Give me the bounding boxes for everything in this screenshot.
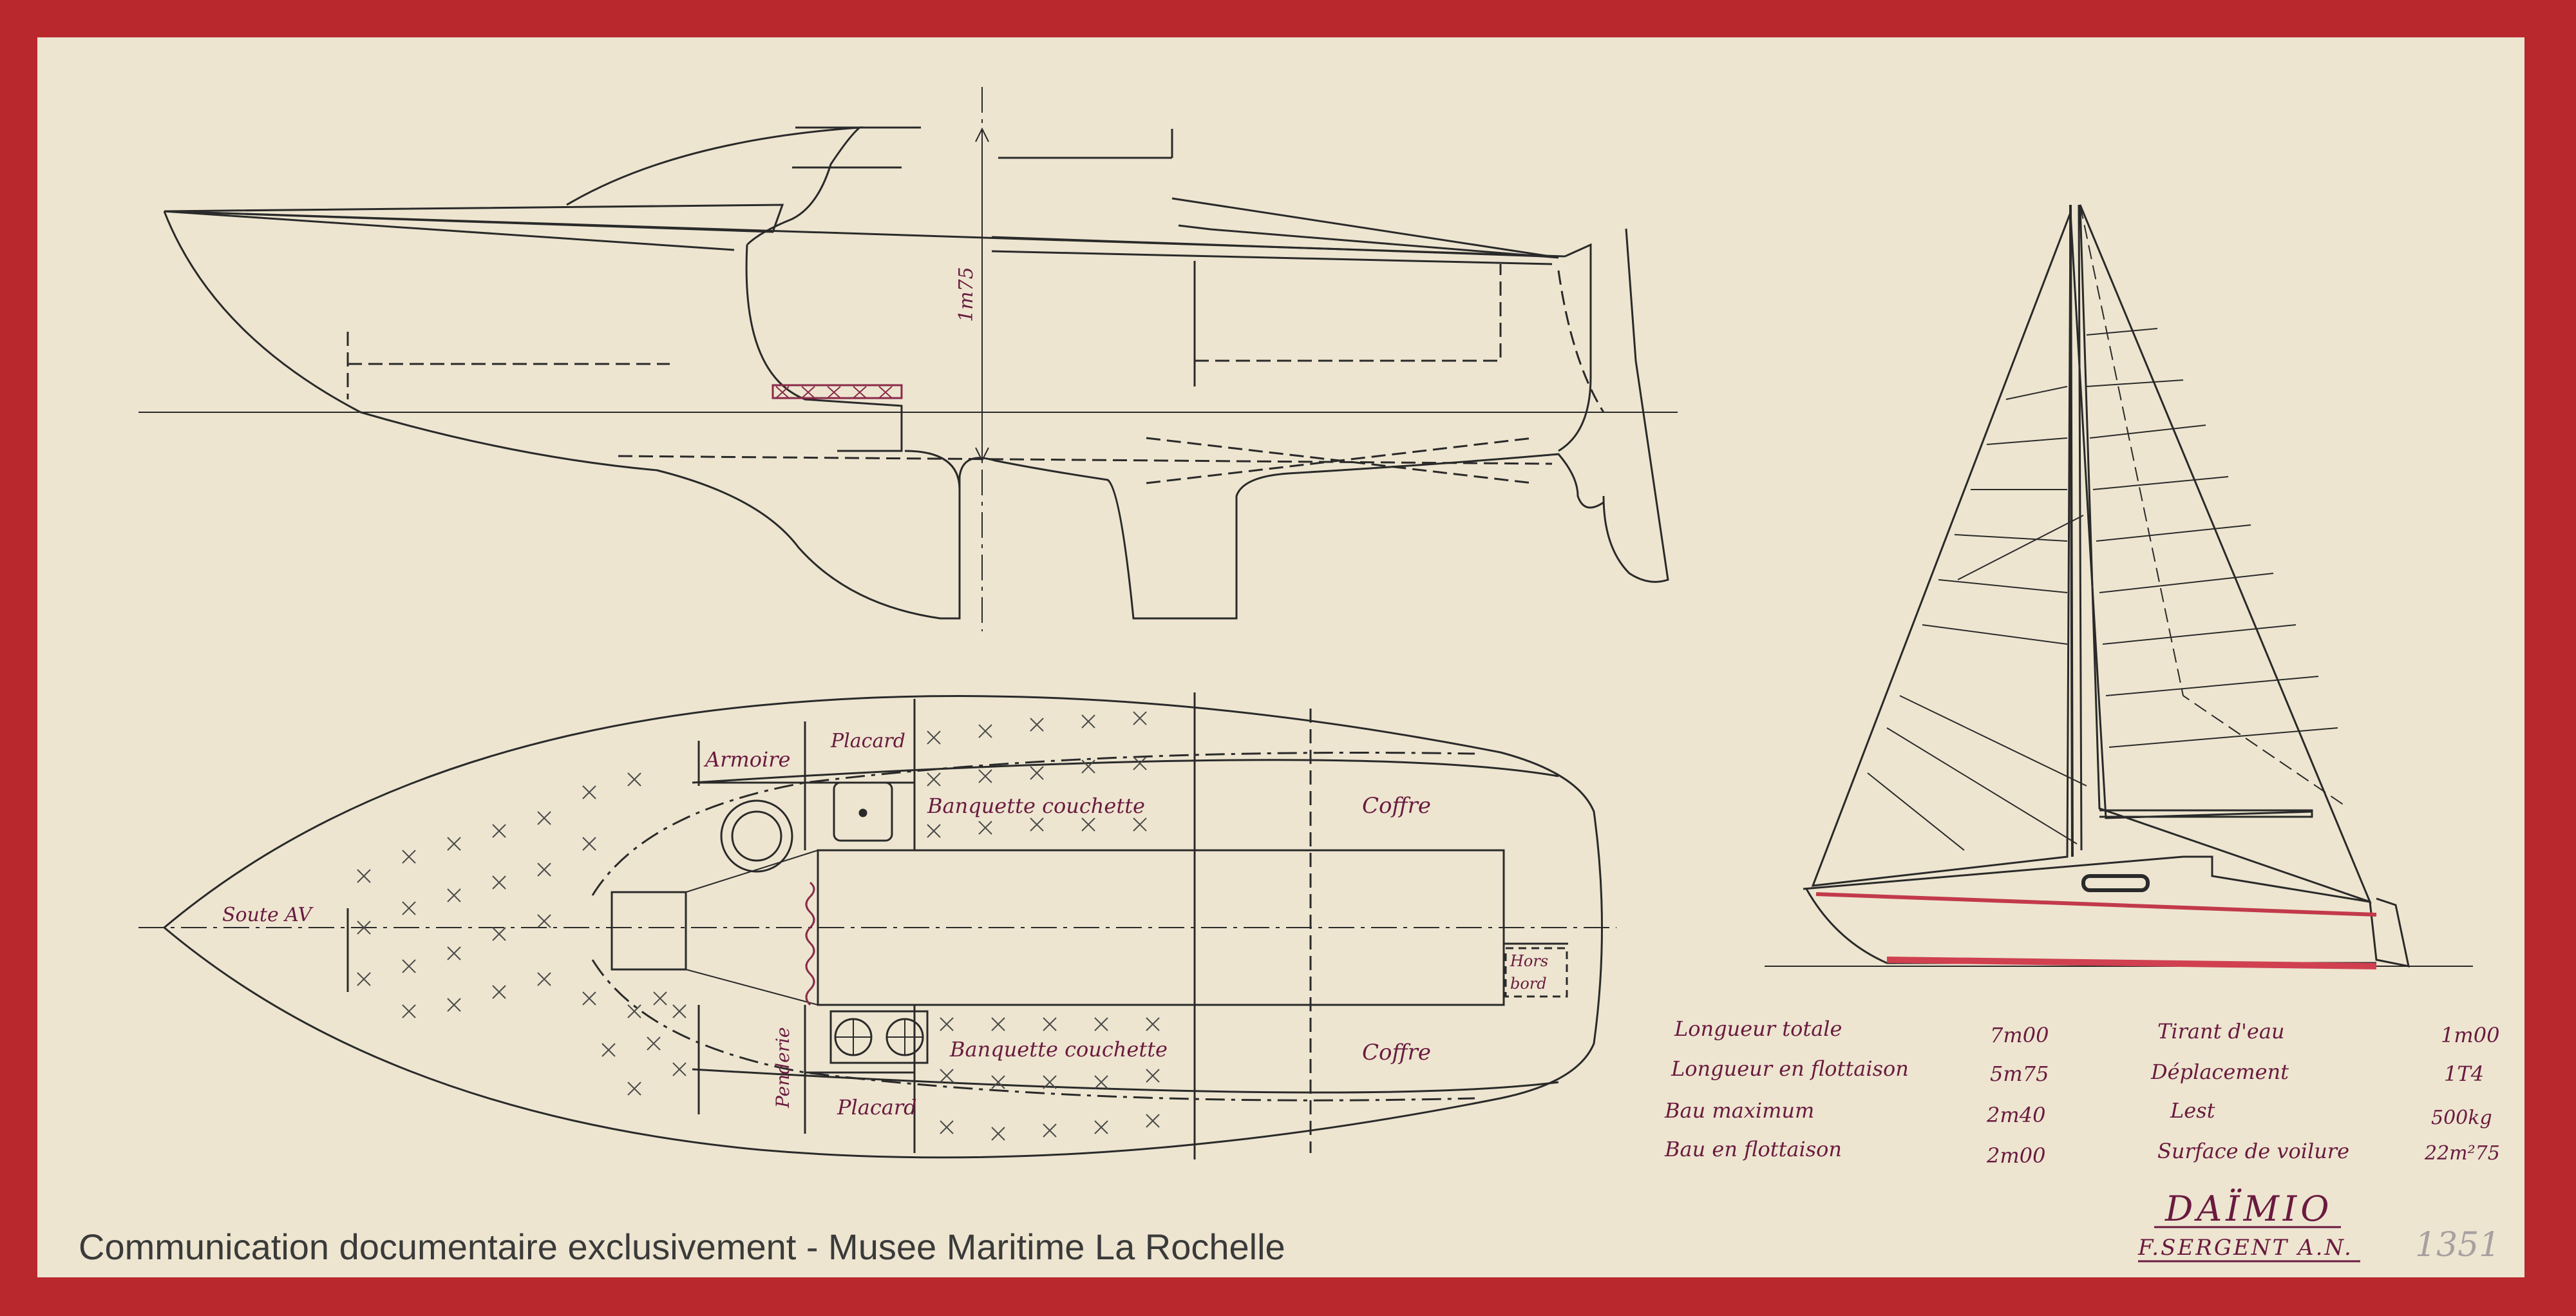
deck-plan xyxy=(138,692,1616,1159)
spec-left-value-1: 7m00 xyxy=(1990,1023,2049,1047)
side-profile xyxy=(138,87,1678,631)
dimension-height-label: 1m75 xyxy=(955,267,978,322)
spec-right-value-2: 1T4 xyxy=(2444,1062,2484,1086)
spec-left-value-3: 2m40 xyxy=(1986,1103,2045,1127)
spec-left-label-4: Bau en flottaison xyxy=(1664,1137,1842,1161)
label-penderie: Penderie xyxy=(772,1027,793,1109)
spec-left-label-3: Bau maximum xyxy=(1664,1098,1814,1123)
label-armoire: Armoire xyxy=(703,747,790,772)
label-banquette-bottom: Banquette couchette xyxy=(949,1037,1168,1062)
berth-hatching xyxy=(357,711,1160,1141)
spec-right-label-4: Surface de voilure xyxy=(2157,1139,2349,1163)
label-placard-top: Placard xyxy=(830,730,905,752)
designer-name: F.SERGENT A.N. xyxy=(2137,1235,2353,1261)
label-coffre-top: Coffre xyxy=(1362,793,1431,819)
label-banquette-top: Banquette couchette xyxy=(927,794,1145,818)
spec-left-label-1: Longueur totale xyxy=(1674,1016,1842,1041)
title-block: DAÏMIO F.SERGENT A.N. 1351 xyxy=(2137,1188,2500,1264)
footer-credit: Communication documentaire exclusivement… xyxy=(79,1226,1285,1267)
plan-label-group: Soute AV Armoire Placard Placard Banquet… xyxy=(222,267,1548,1120)
sail-plan xyxy=(1765,204,2473,969)
spec-right-value-4: 22m²75 xyxy=(2424,1142,2500,1165)
boat-name: DAÏMIO xyxy=(2164,1188,2333,1229)
label-hors-bord-1: Hors xyxy=(1510,952,1548,970)
spec-right-label-2: Déplacement xyxy=(2150,1060,2289,1084)
drawing-sheet xyxy=(37,37,2524,1277)
sheet-number: 1351 xyxy=(2415,1226,2500,1264)
spec-right-label-3: Lest xyxy=(2170,1098,2215,1123)
spec-right-value-3: 500kg xyxy=(2431,1107,2492,1129)
label-soute: Soute AV xyxy=(222,904,314,926)
spec-left-label-2: Longueur en flottaison xyxy=(1671,1056,1909,1081)
label-placard-bottom: Placard xyxy=(837,1095,917,1120)
spec-table: Longueur totale 7m00 Longueur en flottai… xyxy=(1664,1016,2500,1168)
spec-left-value-2: 5m75 xyxy=(1990,1062,2049,1086)
spec-left-value-4: 2m00 xyxy=(1986,1143,2045,1168)
spec-right-value-1: 1m00 xyxy=(2441,1023,2499,1047)
spec-right-label-1: Tirant d'eau xyxy=(2157,1019,2285,1044)
label-coffre-bottom: Coffre xyxy=(1362,1040,1431,1065)
label-hors-bord-2: bord xyxy=(1510,975,1547,993)
